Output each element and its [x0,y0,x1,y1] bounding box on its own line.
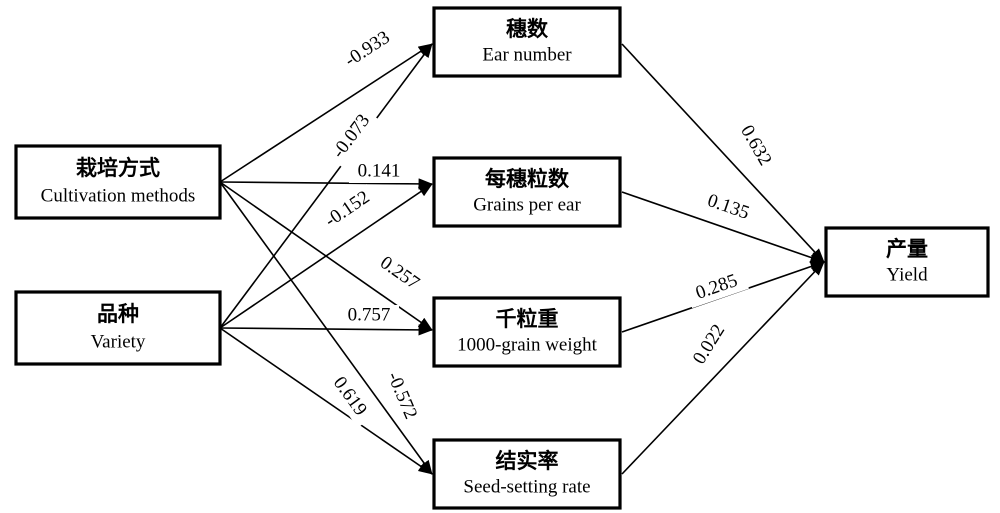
edge-label-backdrop [368,247,430,301]
edge-coefficient-cultivation-to-ear-number: -0.933 [341,27,394,71]
nodes-layer: 栽培方式 Cultivation methods 品种 Variety 穗数 Ear nu… [14,6,990,510]
edge-label-group-variety-to-ear-number: -0.073 [325,106,379,168]
node-label-en-thousand_grain_weight: 1000-grain weight [457,335,598,356]
node-seed_setting_rate[interactable]: 结实率 Seed-setting rate [432,438,622,510]
node-label-en-seed_setting_rate: Seed-setting rate [463,477,590,498]
node-cultivation_methods[interactable]: 栽培方式 Cultivation methods [14,144,222,220]
node-label-en-cultivation_methods: Cultivation methods [41,185,196,206]
edge-label-group-cultivation-to-seed-setting-rate: 0.619 [322,366,376,428]
node-label-cn-seed_setting_rate: 结实率 [496,449,559,473]
node-label-cn-thousand_grain_weight: 千粒重 [496,307,559,331]
node-label-cn-variety: 品种 [97,302,139,326]
node-label-en-variety: Variety [91,331,146,352]
edge-label-backdrop [316,184,380,236]
edge-label-backdrop [339,305,399,327]
edge-label-group-seed-setting-rate-to-yield: 0.022 [684,313,736,377]
edge-coefficient-cultivation-to-grains-per-ear: 0.141 [358,160,401,181]
edge-label-group-cultivation-to-grains-per-ear: 0.141 [349,160,409,183]
edge-label-group-variety-to-seed-setting-rate: -0.572 [379,364,423,428]
edge-label-group-grains-per-ear-to-yield: 0.135 [696,187,760,229]
node-grains_per_ear[interactable]: 每穗粒数 Grains per ear [432,156,622,228]
edge-variety-to-seed-setting-rate [219,327,433,475]
node-border-thousand_grain_weight [432,296,622,368]
edge-seed-setting-rate-to-yield [621,261,825,475]
edge-coefficient-variety-to-grains-per-ear: -0.152 [321,187,373,232]
edge-ear-number-to-yield [621,43,825,263]
edge-label-backdrop [696,187,760,229]
node-label-en-yield: Yield [886,265,928,286]
edge-label-backdrop [325,106,379,168]
edge-label-backdrop [684,313,736,377]
edge-label-backdrop [685,267,749,309]
node-border-seed_setting_rate [432,438,622,510]
edge-cultivation-to-ear-number [219,43,433,183]
node-variety[interactable]: 品种 Variety [14,290,222,366]
edge-variety-to-thousand-grain-weight [219,324,433,336]
node-border-cultivation_methods [14,144,222,220]
node-border-yield [824,226,990,298]
edge-coefficient-variety-to-thousand-grain-weight: 0.757 [348,304,391,325]
node-label-en-ear_number: Ear number [482,45,572,66]
node-label-cn-ear_number: 穗数 [506,17,549,41]
edge-label-group-thousand-grain-weight-to-yield: 0.285 [685,267,749,309]
edge-variety-to-ear-number [219,43,433,329]
node-thousand_grain_weight[interactable]: 千粒重 1000-grain weight [432,296,622,368]
node-label-en-grains_per_ear: Grains per ear [473,195,581,216]
node-border-ear_number [432,6,622,78]
node-label-cn-yield: 产量 [886,237,928,261]
node-label-cn-cultivation_methods: 栽培方式 [76,156,160,180]
node-border-variety [14,290,222,366]
node-label-cn-grains_per_ear: 每穗粒数 [485,167,570,191]
edge-label-backdrop [730,114,780,178]
edge-label-backdrop [379,364,423,428]
edge-label-group-cultivation-to-ear-number: -0.933 [336,24,400,76]
edge-labels-layer: -0.9330.1410.2570.619-0.073-0.1520.757-0… [316,24,780,428]
edges-layer [219,43,825,475]
edge-variety-to-grains-per-ear [219,183,433,329]
edge-cultivation-to-seed-setting-rate [219,181,433,475]
edge-label-group-variety-to-thousand-grain-weight: 0.757 [339,304,399,327]
edge-cultivation-to-grains-per-ear [219,178,433,190]
edge-label-group-variety-to-grains-per-ear: -0.152 [316,184,380,236]
node-yield[interactable]: 产量 Yield [824,226,990,298]
node-ear_number[interactable]: 穗数 Ear number [432,6,622,78]
node-border-grains_per_ear [432,156,622,228]
edge-grains-per-ear-to-yield [621,191,825,263]
edge-label-backdrop [349,161,409,183]
edge-label-backdrop [322,366,376,428]
edge-label-backdrop [336,24,400,76]
